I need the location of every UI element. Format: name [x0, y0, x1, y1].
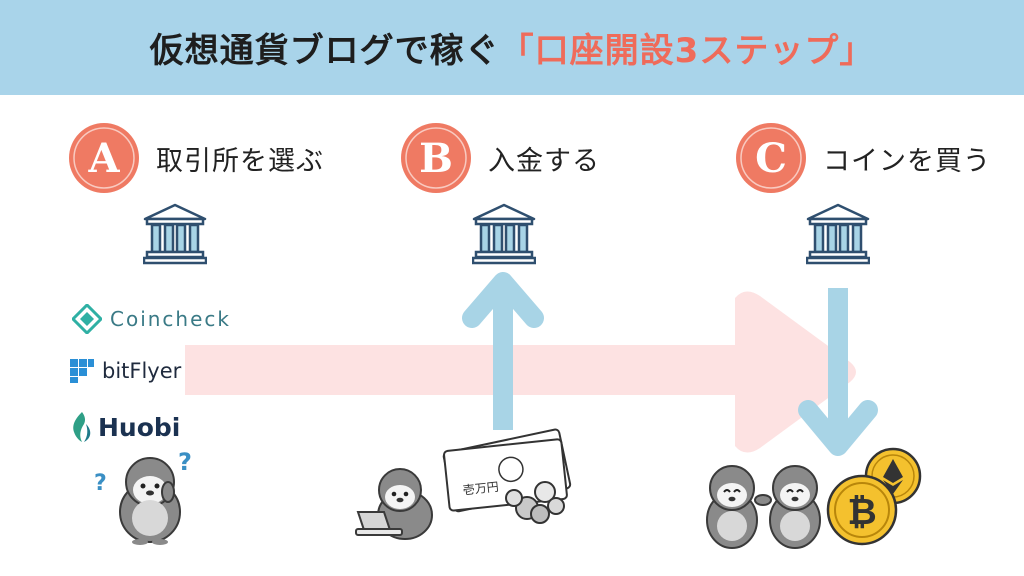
bitcoin-coin-icon: ₿ — [826, 474, 898, 546]
bitflyer-name: bitFlyer — [102, 359, 182, 383]
step-b: B 入金する — [400, 122, 600, 194]
bank-icon — [143, 203, 207, 265]
banknote-text: 壱万円 — [462, 480, 499, 498]
step-c: C コインを買う — [735, 122, 991, 194]
bank-icon — [806, 203, 870, 265]
step-letter: C — [755, 135, 787, 182]
step-label-a: 取引所を選ぶ — [156, 145, 324, 177]
coincheck-logo: Coincheck — [72, 304, 231, 334]
up-arrow-icon — [462, 272, 544, 430]
bitflyer-logo-icon — [70, 359, 94, 383]
header-bar: 仮想通貨ブログで稼ぐ 「口座開設3ステップ」 — [0, 0, 1024, 95]
step-letter: A — [87, 135, 120, 182]
huobi-logo: Huobi — [70, 410, 180, 444]
happy-penguins-icon — [706, 465, 821, 549]
step-a: A 取引所を選ぶ — [68, 122, 324, 194]
page-title: 仮想通貨ブログで稼ぐ 「口座開設3ステップ」 — [150, 23, 875, 72]
letter-a-badge-icon: A — [69, 123, 139, 193]
money-icon: 壱万円 — [442, 428, 572, 524]
svg-text:?: ? — [178, 448, 192, 476]
down-arrow-icon — [798, 288, 878, 456]
step-label-b: 入金する — [488, 145, 600, 177]
title-accent: 「口座開設3ステップ」 — [499, 31, 875, 71]
step-label-c: コインを買う — [823, 145, 991, 177]
huobi-name: Huobi — [98, 412, 181, 442]
letter-c-badge-icon: C — [736, 123, 806, 193]
title-main: 仮想通貨ブログで稼ぐ — [149, 31, 500, 71]
coincheck-logo-icon — [72, 304, 102, 334]
svg-text:?: ? — [94, 471, 107, 496]
ethereum-coin-icon — [864, 447, 922, 505]
letter-b-badge-icon: B — [401, 123, 471, 193]
laptop-penguin-icon — [355, 468, 433, 540]
step-letter: B — [419, 135, 453, 182]
confused-penguin-icon: ? ? — [94, 448, 192, 545]
bank-icon — [472, 203, 536, 265]
svg-text:₿: ₿ — [847, 492, 876, 533]
huobi-logo-icon — [73, 412, 91, 442]
coincheck-name: Coincheck — [110, 307, 231, 331]
bitflyer-logo: bitFlyer — [68, 357, 181, 385]
